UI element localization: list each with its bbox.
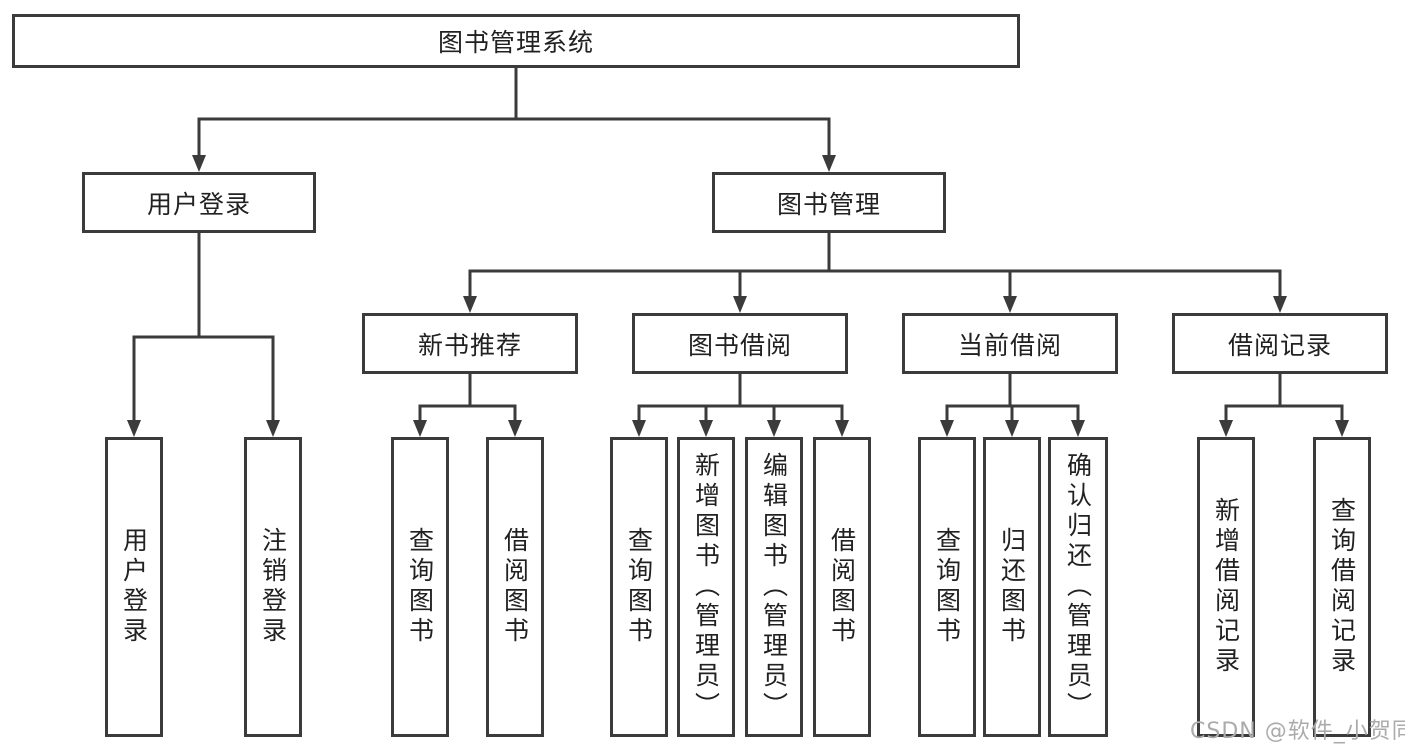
leaf-borrow-books-borrow: 借阅图书 [813,437,871,737]
leaf-logout-login: 注销登录 [244,437,302,737]
connector-borrow [637,372,844,423]
node-current-borrow-label: 当前借阅 [957,330,1062,360]
leaf-query-borrow-record: 查询借阅记录 [1313,437,1371,737]
connector-user-branch [132,231,275,423]
leaf-add-borrow-record: 新增借阅记录 [1197,437,1255,737]
connector-newrec [418,372,517,423]
leaf-query-books-newrec-label: 查询图书 [405,527,435,647]
node-root-label: 图书管理系统 [437,28,594,57]
connector-root [197,66,831,158]
leaf-query-books-current-label: 查询图书 [932,527,962,647]
connector-records [1224,372,1344,423]
leaf-edit-book-admin: 编辑图书（管理员） [745,437,803,737]
node-borrow-records-label: 借阅记录 [1227,330,1332,360]
leaf-confirm-return-admin-label: 确认归还（管理员） [1063,452,1093,722]
connector-current [945,372,1080,423]
leaf-return-books: 归还图书 [983,437,1041,737]
leaf-add-book-admin: 新增图书（管理员） [677,437,735,737]
leaf-add-borrow-record-label: 新增借阅记录 [1211,497,1241,677]
node-book-borrow-label: 图书借阅 [687,330,792,360]
node-book-management-label: 图书管理 [776,189,881,219]
leaf-query-borrow-record-label: 查询借阅记录 [1327,497,1357,677]
node-new-book-recommend: 新书推荐 [362,313,578,374]
leaf-logout-login-label: 注销登录 [258,527,288,647]
leaf-user-login-label: 用户登录 [119,527,149,647]
node-borrow-records: 借阅记录 [1172,313,1388,374]
node-user-login-label: 用户登录 [146,189,251,219]
leaf-query-books-newrec: 查询图书 [391,437,449,737]
node-user-login: 用户登录 [82,172,316,233]
leaf-user-login: 用户登录 [105,437,163,737]
leaf-query-books-borrow: 查询图书 [610,437,668,737]
node-current-borrow: 当前借阅 [902,313,1118,374]
leaf-return-books-label: 归还图书 [997,527,1027,647]
leaf-add-book-admin-label: 新增图书（管理员） [691,452,721,722]
leaf-query-books-borrow-label: 查询图书 [624,527,654,647]
leaf-borrow-books-newrec-label: 借阅图书 [500,527,530,647]
connector-book-branch [468,231,1282,299]
csdn-watermark: CSDN @软件_小贺同学 [1190,719,1405,744]
leaf-edit-book-admin-label: 编辑图书（管理员） [759,452,789,722]
arrowheads [127,155,1349,437]
node-new-book-recommend-label: 新书推荐 [417,330,522,360]
node-book-borrow: 图书借阅 [632,313,848,374]
leaf-query-books-current: 查询图书 [918,437,976,737]
leaf-borrow-books-borrow-label: 借阅图书 [827,527,857,647]
node-root-system: 图书管理系统 [12,14,1020,68]
node-book-management: 图书管理 [712,172,946,233]
leaf-borrow-books-newrec: 借阅图书 [486,437,544,737]
leaf-confirm-return-admin: 确认归还（管理员） [1048,437,1108,737]
